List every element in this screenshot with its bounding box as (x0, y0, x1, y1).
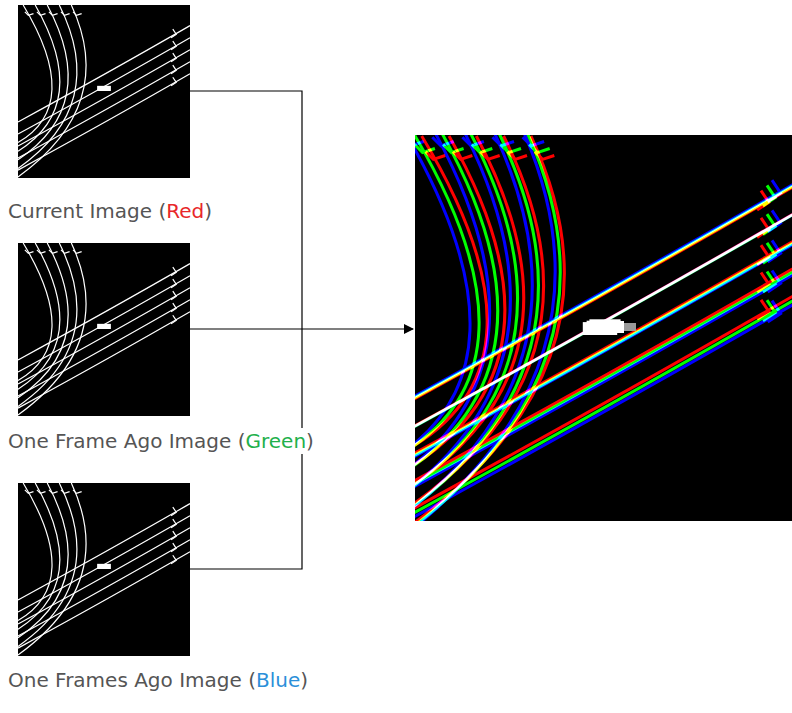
road-lanes (18, 5, 190, 177)
caption-text: Current Image ( (8, 199, 166, 223)
connector-lines (190, 91, 413, 569)
road-lanes (18, 243, 190, 415)
caption-text: ) (300, 668, 308, 692)
road-lanes (415, 135, 792, 521)
ego-vehicle (592, 321, 624, 333)
color-name: Red (166, 199, 204, 223)
caption-text: ) (204, 199, 212, 223)
color-name: Blue (256, 668, 300, 692)
ego-vehicle-trail (624, 323, 636, 331)
image-caption: One Frames Ago Image (Blue) (8, 667, 310, 693)
road-lanes (415, 135, 792, 521)
older-thumbnail (18, 483, 190, 656)
current-thumbnail (18, 5, 190, 178)
image-caption: Current Image (Red) (8, 198, 214, 224)
road-lanes (18, 483, 190, 655)
road-lanes (415, 136, 792, 521)
color-name: Green (246, 429, 307, 453)
caption-text: ) (306, 429, 314, 453)
caption-text: One Frame Ago Image ( (8, 429, 246, 453)
caption-text: One Frames Ago Image ( (8, 668, 256, 692)
image-caption: One Frame Ago Image (Green) (8, 428, 316, 454)
previous-thumbnail (18, 243, 190, 416)
